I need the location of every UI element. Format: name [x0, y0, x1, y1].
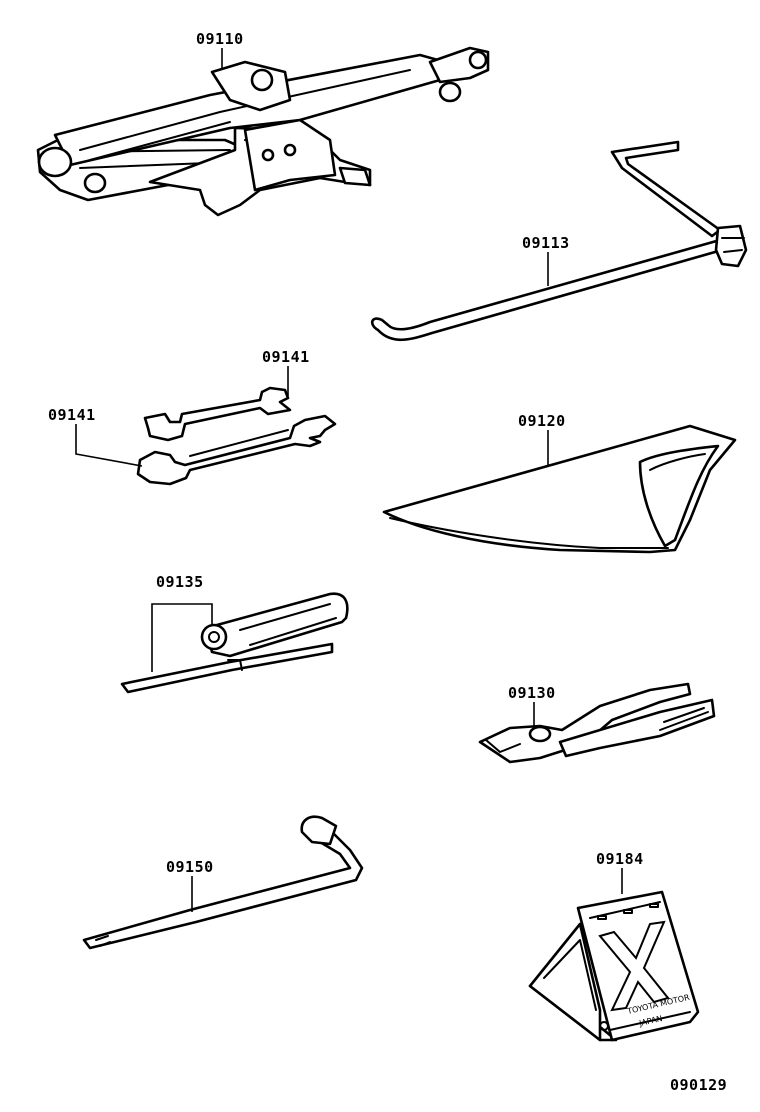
lug-wrench-icon — [82, 815, 364, 950]
tool-bag-icon — [382, 424, 737, 554]
jack-handle-icon — [370, 140, 748, 342]
label-09184: 09184 — [596, 850, 644, 868]
label-09130: 09130 — [508, 684, 556, 702]
open-end-wrench-icon — [136, 386, 337, 486]
label-09110: 09110 — [196, 30, 244, 48]
label-09135: 09135 — [156, 573, 204, 591]
wheel-chock-icon — [528, 890, 700, 1042]
label-09141-top: 09141 — [262, 348, 310, 366]
label-09150: 09150 — [166, 858, 214, 876]
scissor-jack-icon — [36, 46, 490, 217]
label-09113: 09113 — [522, 234, 570, 252]
label-09120: 09120 — [518, 412, 566, 430]
screwdriver-icon — [120, 592, 349, 694]
label-09141-left: 09141 — [48, 406, 96, 424]
leader-09141-left — [75, 424, 143, 467]
leader-09135 — [151, 603, 213, 672]
figure-number: 090129 — [670, 1076, 727, 1094]
pliers-icon — [478, 682, 716, 764]
